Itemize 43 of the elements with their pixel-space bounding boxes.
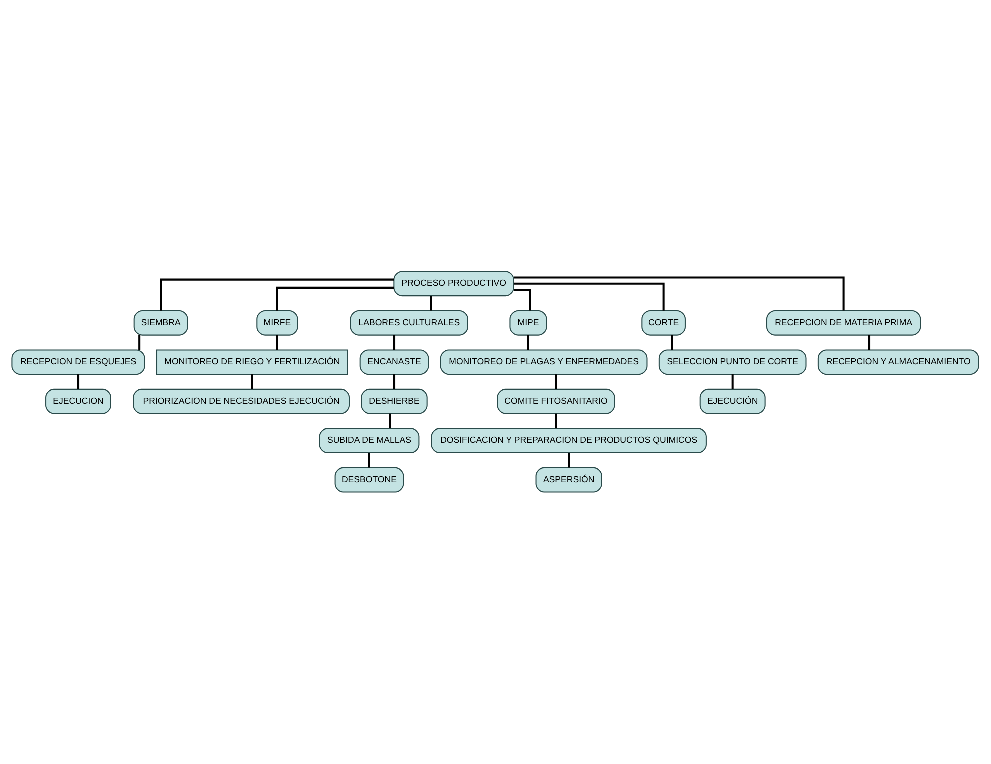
node-box: PROCESO PRODUCTIVO [394,271,514,297]
connector [527,335,530,350]
connector [568,453,570,468]
node-box: RECEPCION DE ESQUEJES [12,350,146,376]
connector [368,453,370,468]
node-box: CORTE [642,310,686,336]
connector [514,288,532,311]
connector [78,374,80,390]
connector [555,414,558,429]
node-box: DOSIFICACION Y PREPARACION DE PRODUCTOS QUIMICOS [431,428,707,454]
node-box: EJECUCIÓN [700,388,766,414]
connector [868,335,871,350]
node-box: MIRFE [256,310,298,336]
node-box: PRIORIZACION DE NECESIDADES EJECUCIÓN [133,388,350,414]
connector [138,335,141,350]
connector [671,335,674,350]
connector [555,374,558,390]
node-box: SIEMBRA [134,310,188,336]
node-box: DESBOTONE [334,467,404,493]
node-box: ASPERSIÓN [536,467,602,493]
node-box: RECEPCION Y ALMACENAMIENTO [818,350,980,376]
connector [251,374,254,390]
node-box: COMITE FITOSANITARIO [497,388,616,414]
connector [394,335,396,350]
node-box: ENCANASTE [360,350,430,376]
node-box: DESHIERBE [361,388,428,414]
node-box: EJECUCION [46,388,112,414]
connector [276,335,278,350]
connector [160,278,394,311]
node-box: LABORES CULTURALES [350,310,468,336]
connector [514,276,845,311]
connector [394,374,396,390]
connector [389,414,392,429]
node-box: SUBIDA DE MALLAS [319,428,420,454]
connector [514,282,665,311]
node-box: SELECCION PUNTO DE CORTE [658,350,807,376]
node-box: MIPE [510,310,548,336]
connector [276,286,394,311]
node-box: MONITOREO DE RIEGO Y FERTILIZACIÓN [156,350,348,376]
connector [732,374,734,390]
connector [430,296,432,311]
node-box: MONITOREO DE PLAGAS Y ENFERMEDADES [440,350,648,376]
node-box: RECEPCION DE MATERIA PRIMA [766,310,922,336]
